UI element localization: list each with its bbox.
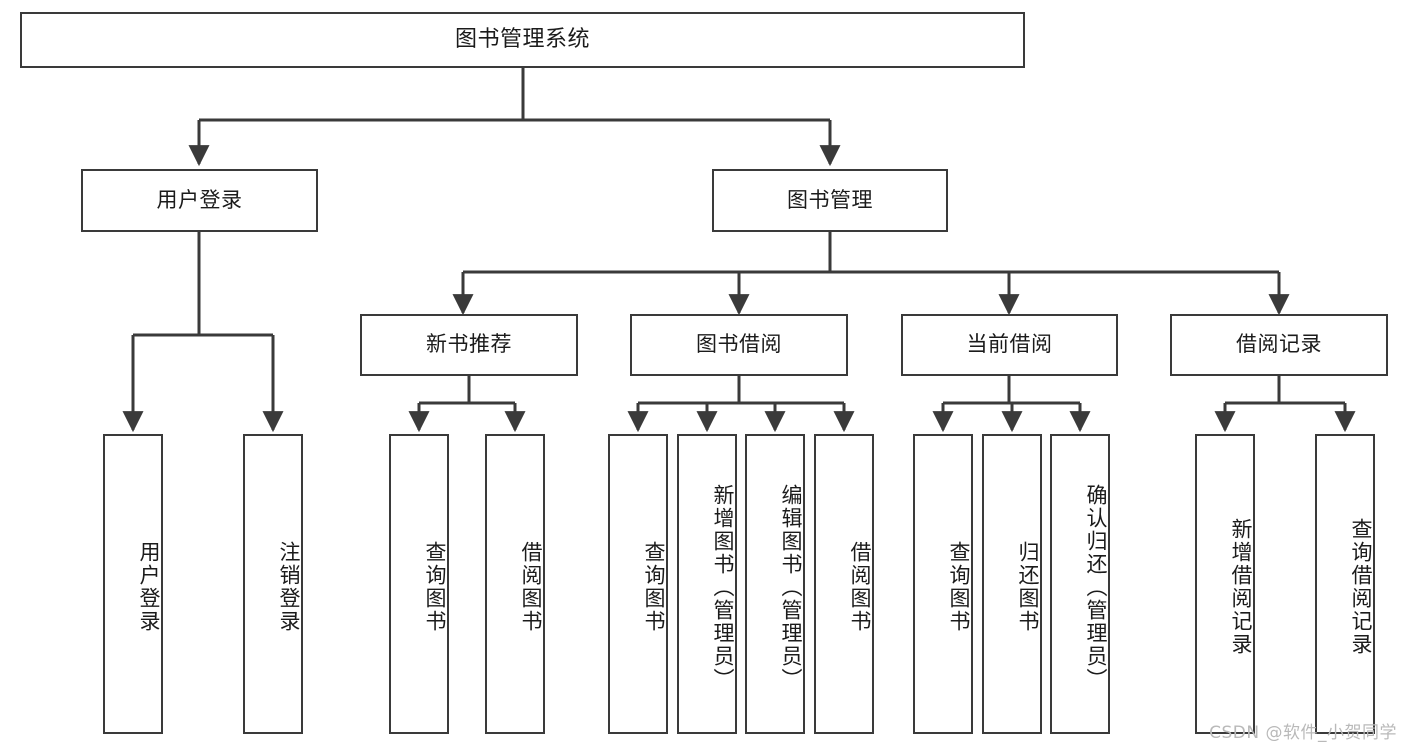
node-user-login[interactable]: 用户登录 [81, 169, 318, 232]
leaf-logout-login[interactable]: 注销登录 [243, 434, 303, 734]
leaf-add-book-admin[interactable]: 新增图书（管理员） [677, 434, 737, 734]
leaf-label: 查询借阅记录 [1349, 518, 1373, 656]
node-root-system[interactable]: 图书管理系统 [20, 12, 1025, 68]
leaf-label: 新增图书（管理员） [711, 483, 735, 691]
leaf-query-book-recommend[interactable]: 查询图书 [389, 434, 449, 734]
leaf-return-book[interactable]: 归还图书 [982, 434, 1042, 734]
node-book-borrow[interactable]: 图书借阅 [630, 314, 848, 376]
leaf-add-borrow-record[interactable]: 新增借阅记录 [1195, 434, 1255, 734]
leaf-label: 借阅图书 [519, 541, 543, 633]
leaf-borrow-book[interactable]: 借阅图书 [814, 434, 874, 734]
leaf-label: 编辑图书（管理员） [779, 483, 803, 691]
leaf-query-borrow-record[interactable]: 查询借阅记录 [1315, 434, 1375, 734]
leaf-query-book-current[interactable]: 查询图书 [913, 434, 973, 734]
leaf-label: 查询图书 [947, 541, 971, 633]
leaf-edit-book-admin[interactable]: 编辑图书（管理员） [745, 434, 805, 734]
node-new-book-recommend[interactable]: 新书推荐 [360, 314, 578, 376]
leaf-label: 借阅图书 [848, 541, 872, 633]
leaf-label: 查询图书 [642, 541, 666, 633]
node-book-manage[interactable]: 图书管理 [712, 169, 948, 232]
leaf-confirm-return-admin[interactable]: 确认归还（管理员） [1050, 434, 1110, 734]
leaf-label: 用户登录 [137, 541, 161, 633]
leaf-user-login[interactable]: 用户登录 [103, 434, 163, 734]
leaf-label: 注销登录 [277, 541, 301, 633]
leaf-label: 归还图书 [1016, 541, 1040, 633]
leaf-query-book-borrow[interactable]: 查询图书 [608, 434, 668, 734]
leaf-borrow-book-recommend[interactable]: 借阅图书 [485, 434, 545, 734]
leaf-label: 查询图书 [423, 541, 447, 633]
node-borrow-record[interactable]: 借阅记录 [1170, 314, 1388, 376]
node-current-borrow[interactable]: 当前借阅 [901, 314, 1118, 376]
leaf-label: 新增借阅记录 [1229, 518, 1253, 656]
leaf-label: 确认归还（管理员） [1084, 483, 1108, 691]
